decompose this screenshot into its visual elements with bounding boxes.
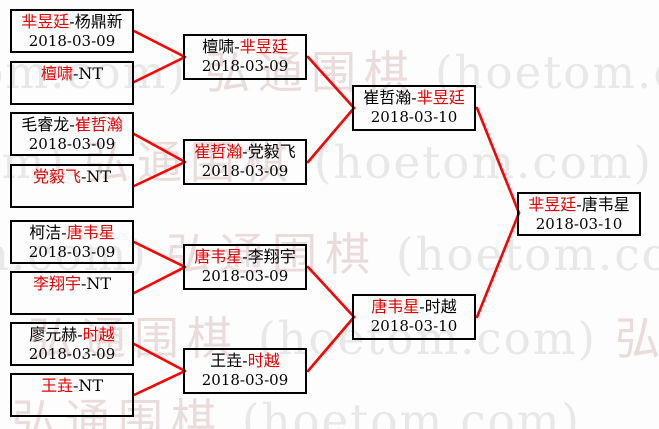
match-date: 2018-03-09	[28, 243, 116, 261]
winner-name: 党毅飞	[32, 167, 81, 186]
match-players: 崔哲瀚-党毅飞	[185, 142, 305, 162]
match-players: 李翔宇-NT	[12, 274, 132, 294]
connector-line	[132, 29, 187, 59]
match-r1-3: 毛睿龙-崔哲瀚 2018-03-09	[10, 112, 134, 156]
match-date: 2018-03-09	[201, 267, 289, 285]
player-name: 檀啸-	[202, 37, 240, 56]
match-players: 檀啸-芈昱廷	[185, 37, 305, 57]
match-final: 芈昱廷-唐韦星 2018-03-10	[517, 192, 641, 236]
match-sf-2: 唐韦星-时越 2018-03-10	[352, 294, 476, 340]
match-r1-4: 党毅飞-NT	[10, 164, 134, 208]
match-players: 檀啸-NT	[12, 64, 132, 84]
match-date: 2018-03-10	[370, 317, 458, 335]
player-name: -NT	[80, 167, 112, 186]
player-name: 毛睿龙-	[21, 115, 75, 134]
connector-line	[475, 211, 521, 319]
match-date: 2018-03-09	[201, 371, 289, 389]
connector-line	[475, 106, 521, 215]
connector-line	[132, 55, 187, 84]
match-date: 2018-03-09	[28, 135, 116, 153]
match-sf-1: 崔哲瀚-芈昱廷 2018-03-10	[352, 85, 476, 131]
player-name: -NT	[72, 376, 104, 395]
winner-name: 王垚	[40, 376, 73, 395]
match-players: 毛睿龙-崔哲瀚	[12, 115, 132, 135]
match-players: 廖元赫-时越	[12, 325, 132, 345]
winner-name: 李翔宇	[32, 274, 81, 293]
winner-name: 唐韦星	[371, 297, 420, 316]
player-name: -时越	[419, 297, 457, 316]
winner-name: 芈昱廷	[239, 37, 288, 56]
connector-line	[306, 265, 356, 319]
connector-line	[306, 55, 356, 110]
match-players: 王垚-时越	[185, 351, 305, 371]
match-r1-7: 廖元赫-时越 2018-03-09	[10, 322, 134, 366]
match-players: 芈昱廷-杨鼎新	[12, 12, 132, 32]
match-r2-2: 崔哲瀚-党毅飞 2018-03-09	[183, 139, 307, 185]
player-name: 崔哲瀚-	[363, 88, 417, 107]
match-r1-1: 芈昱廷-杨鼎新 2018-03-09	[10, 9, 134, 53]
connector-line	[132, 369, 187, 397]
match-r1-8: 王垚-NT	[10, 373, 134, 417]
match-players: 唐韦星-时越	[354, 297, 474, 317]
match-players: 芈昱廷-唐韦星	[519, 195, 639, 215]
match-r2-3: 唐韦星-李翔宇 2018-03-09	[183, 244, 307, 290]
match-date: 2018-03-09	[28, 32, 116, 50]
match-date: 2018-03-09	[28, 345, 116, 363]
winner-name: 唐韦星	[66, 223, 115, 242]
match-players: 崔哲瀚-芈昱廷	[354, 88, 474, 108]
player-name: -唐韦星	[576, 195, 630, 214]
winner-name: 崔哲瀚	[194, 142, 243, 161]
winner-name: 时越	[247, 351, 280, 370]
player-name: -李翔宇	[242, 247, 296, 266]
match-players: 唐韦星-李翔宇	[185, 247, 305, 267]
player-name: -NT	[80, 274, 112, 293]
match-r2-1: 檀啸-芈昱廷 2018-03-09	[183, 34, 307, 80]
match-players: 王垚-NT	[12, 376, 132, 396]
connector-line	[306, 106, 356, 164]
match-r2-4: 王垚-时越 2018-03-09	[183, 348, 307, 394]
player-name: -杨鼎新	[69, 12, 123, 31]
player-name: 廖元赫-	[29, 325, 83, 344]
winner-name: 芈昱廷	[21, 12, 70, 31]
connector-line	[132, 240, 187, 269]
player-name: 王垚-	[210, 351, 248, 370]
match-date: 2018-03-09	[201, 162, 289, 180]
match-players: 柯洁-唐韦星	[12, 223, 132, 243]
match-date: 2018-03-10	[535, 215, 623, 233]
winner-name: 芈昱廷	[416, 88, 465, 107]
connector-line	[132, 265, 187, 295]
match-r1-2: 檀啸-NT	[10, 61, 134, 105]
match-date: 2018-03-10	[370, 108, 458, 126]
match-players: 党毅飞-NT	[12, 167, 132, 187]
connector-line	[306, 315, 356, 373]
match-date: 2018-03-09	[201, 57, 289, 75]
player-name: -党毅飞	[242, 142, 296, 161]
winner-name: 檀啸	[40, 64, 73, 83]
connector-line	[132, 342, 187, 373]
match-r1-5: 柯洁-唐韦星 2018-03-09	[10, 220, 134, 264]
winner-name: 时越	[82, 325, 115, 344]
winner-name: 芈昱廷	[528, 195, 577, 214]
player-name: -NT	[72, 64, 104, 83]
connector-line	[132, 160, 187, 188]
winner-name: 崔哲瀚	[74, 115, 123, 134]
match-r1-6: 李翔宇-NT	[10, 271, 134, 315]
connector-line	[132, 132, 187, 164]
winner-name: 唐韦星	[194, 247, 243, 266]
player-name: 柯洁-	[29, 223, 67, 242]
